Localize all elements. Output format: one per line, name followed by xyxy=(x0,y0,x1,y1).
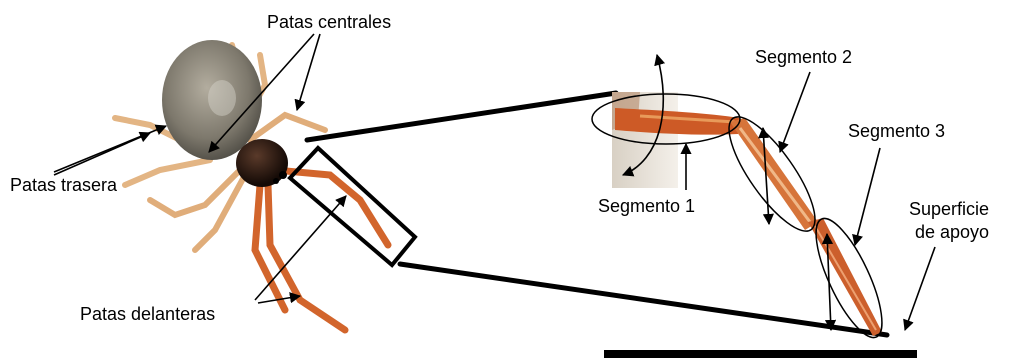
zoom-source-box xyxy=(287,145,418,268)
spider xyxy=(112,40,392,334)
rotation-arrow xyxy=(621,53,666,177)
arrow-segmento-3 xyxy=(852,147,881,247)
label-segmento-2: Segmento 2 xyxy=(755,47,853,67)
label-segmento-3: Segmento 3 xyxy=(848,121,946,141)
segment-ellipses xyxy=(591,93,883,339)
arrows-patas-centrales xyxy=(208,33,321,153)
label-segmento-1: Segmento 1 xyxy=(598,196,696,216)
support-surface xyxy=(604,350,917,358)
ellipse-segment-1 xyxy=(591,93,741,145)
label-patas-centrales: Patas centrales xyxy=(267,12,392,32)
label-superficie-line1: Superficie xyxy=(909,199,990,219)
arrow-segmento-2 xyxy=(778,71,811,154)
ellipse-segment-2 xyxy=(728,116,816,232)
zoom-connectors xyxy=(304,90,890,338)
segment-3-double-arrow xyxy=(821,232,837,332)
spider-abdomen xyxy=(162,40,262,160)
spider-cephalothorax xyxy=(236,139,288,187)
label-superficie-line2: de apoyo xyxy=(915,222,990,242)
label-arrows xyxy=(680,71,936,332)
label-patas-delanteras: Patas delanteras xyxy=(80,304,216,324)
segment-2-double-arrow xyxy=(758,126,774,226)
arrows-patas-trasera xyxy=(53,124,168,176)
arrow-superficie xyxy=(903,246,936,332)
spider-front-legs xyxy=(251,166,392,334)
label-patas-trasera: Patas trasera xyxy=(10,175,118,195)
spider-central-legs xyxy=(147,111,328,253)
